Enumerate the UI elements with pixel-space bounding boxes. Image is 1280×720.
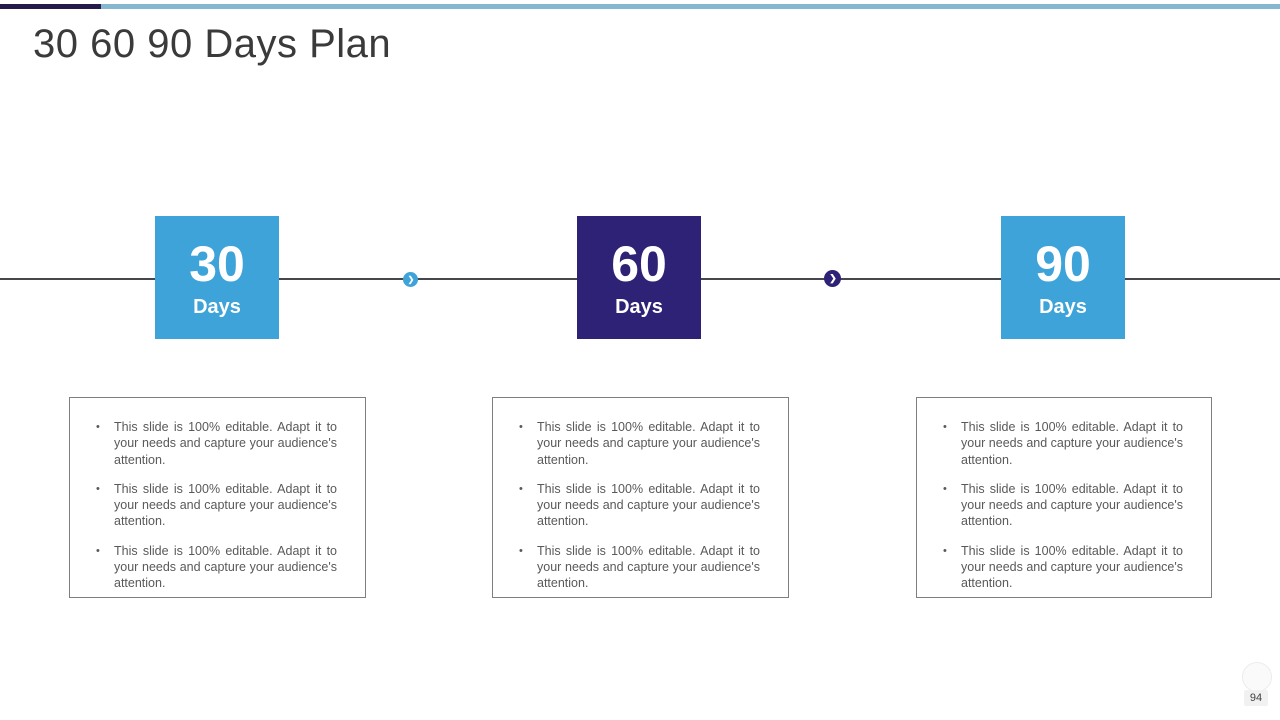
bullet-icon: • bbox=[943, 544, 947, 557]
watermark-circle bbox=[1242, 662, 1272, 692]
bullet-icon: • bbox=[943, 482, 947, 495]
milestone-value: 60 bbox=[611, 235, 667, 292]
bullet-icon: • bbox=[96, 482, 100, 495]
list-item: • This slide is 100% editable. Adapt it … bbox=[943, 419, 1183, 468]
topbar-light-segment bbox=[101, 4, 1280, 9]
list-item: • This slide is 100% editable. Adapt it … bbox=[519, 543, 760, 592]
list-item: • This slide is 100% editable. Adapt it … bbox=[943, 543, 1183, 592]
bullet-icon: • bbox=[96, 421, 100, 433]
note-text: This slide is 100% editable. Adapt it to… bbox=[537, 420, 760, 467]
note-text: This slide is 100% editable. Adapt it to… bbox=[537, 543, 760, 591]
page-title: 30 60 90 Days Plan bbox=[33, 22, 392, 66]
list-item: • This slide is 100% editable. Adapt it … bbox=[943, 481, 1183, 530]
bullet-icon: • bbox=[519, 421, 523, 433]
note-text: This slide is 100% editable. Adapt it to… bbox=[114, 481, 337, 529]
timeline-connector: ❯ bbox=[824, 270, 841, 287]
notes-box-30-days: • This slide is 100% editable. Adapt it … bbox=[69, 397, 366, 598]
notes-box-90-days: • This slide is 100% editable. Adapt it … bbox=[916, 397, 1212, 598]
note-text: This slide is 100% editable. Adapt it to… bbox=[114, 543, 337, 591]
milestone-unit: Days bbox=[193, 295, 241, 318]
milestone-unit: Days bbox=[615, 295, 663, 318]
note-text: This slide is 100% editable. Adapt it to… bbox=[961, 481, 1183, 529]
page-number-badge: 94 bbox=[1244, 690, 1268, 706]
chevron-right-icon: ❯ bbox=[407, 274, 415, 284]
list-item: • This slide is 100% editable. Adapt it … bbox=[96, 543, 337, 592]
chevron-right-icon: ❯ bbox=[829, 273, 837, 283]
bullet-icon: • bbox=[96, 544, 100, 557]
milestone-unit: Days bbox=[1039, 295, 1087, 318]
timeline-connector: ❯ bbox=[403, 272, 418, 287]
milestone-box-60-days: 60 Days bbox=[577, 216, 701, 339]
list-item: • This slide is 100% editable. Adapt it … bbox=[519, 419, 760, 468]
milestone-box-30-days: 30 Days bbox=[155, 216, 279, 339]
milestone-value: 30 bbox=[189, 235, 245, 292]
bullet-icon: • bbox=[519, 544, 523, 557]
milestone-box-90-days: 90 Days bbox=[1001, 216, 1125, 339]
list-item: • This slide is 100% editable. Adapt it … bbox=[519, 481, 760, 530]
list-item: • This slide is 100% editable. Adapt it … bbox=[96, 419, 337, 468]
topbar-dark-segment bbox=[0, 4, 101, 9]
note-text: This slide is 100% editable. Adapt it to… bbox=[961, 543, 1183, 591]
note-text: This slide is 100% editable. Adapt it to… bbox=[537, 481, 760, 529]
list-item: • This slide is 100% editable. Adapt it … bbox=[96, 481, 337, 530]
note-text: This slide is 100% editable. Adapt it to… bbox=[961, 420, 1183, 467]
note-text: This slide is 100% editable. Adapt it to… bbox=[114, 420, 337, 467]
bullet-icon: • bbox=[943, 421, 947, 433]
milestone-value: 90 bbox=[1035, 235, 1091, 292]
bullet-icon: • bbox=[519, 482, 523, 495]
notes-box-60-days: • This slide is 100% editable. Adapt it … bbox=[492, 397, 789, 598]
